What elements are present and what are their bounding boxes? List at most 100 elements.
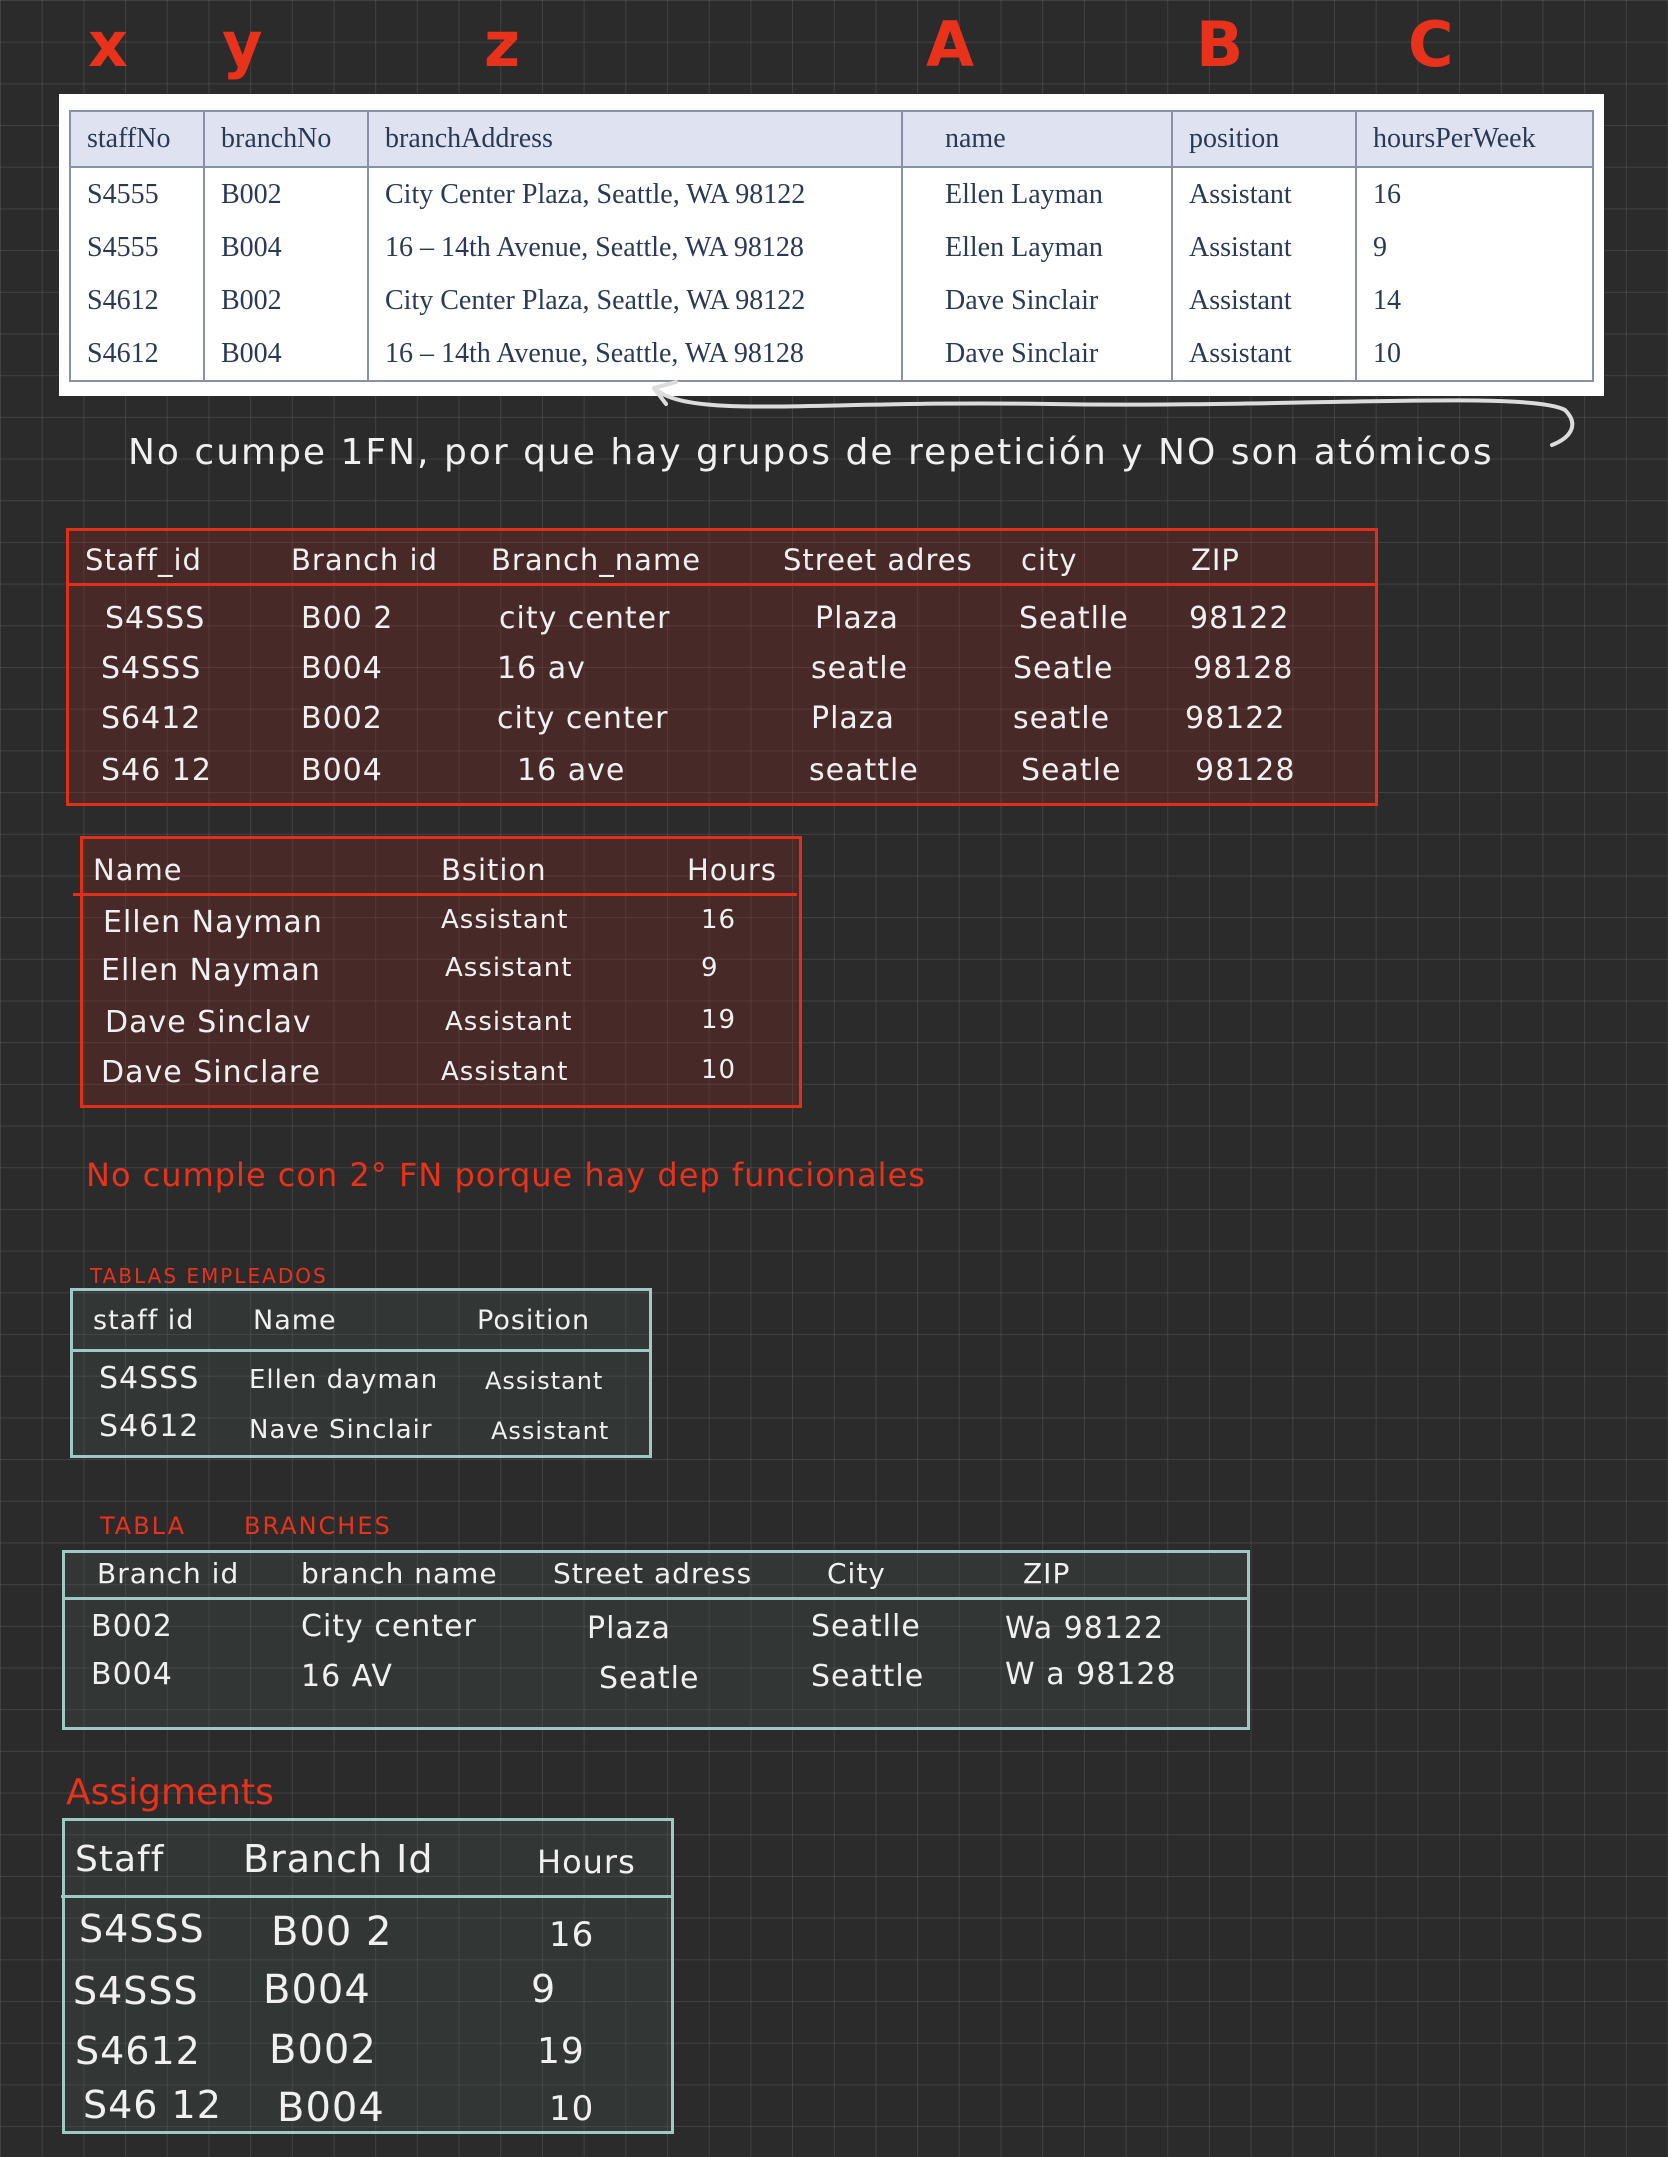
cell: Plaza — [587, 1611, 671, 1646]
cell: City Center Plaza, Seattle, WA 98122 — [367, 274, 903, 327]
cell: 10 — [701, 1055, 737, 1085]
cell: S6412 — [101, 701, 202, 736]
assignments-title: Assigments — [66, 1772, 274, 1813]
header-hours: Hours — [537, 1843, 636, 1881]
table-1nf-b: Name Bsition Hours Ellen Nayman Assistan… — [73, 836, 802, 1108]
cell: Wa 98122 — [1005, 1611, 1165, 1646]
note-1fn: No cumpe 1FN, por que hay grupos de repe… — [128, 432, 1494, 473]
cell: Seatlle — [1019, 601, 1129, 636]
cell: Seatlle — [811, 1609, 921, 1644]
header-divider — [61, 1895, 671, 1898]
cell: B004 — [301, 651, 383, 686]
cell: Dave Sinclare — [101, 1055, 321, 1090]
column-letter-x: x — [88, 8, 128, 81]
cell: Plaza — [815, 601, 899, 636]
cell: 98128 — [1195, 753, 1296, 788]
cell: W a 98128 — [1005, 1657, 1177, 1692]
cell: 19 — [701, 1005, 737, 1035]
header-divider — [65, 1597, 1247, 1600]
column-letter-a: A — [926, 8, 974, 81]
table-1nf-a: Staff_id Branch id Branch_name Street ad… — [66, 528, 1378, 806]
header-name: name — [901, 110, 1173, 168]
cell: Assistant — [445, 953, 573, 983]
header-branch-name: Branch_name — [491, 543, 702, 577]
table-row: S4555 B002 City Center Plaza, Seattle, W… — [69, 167, 1594, 221]
cell: 9 — [531, 1967, 557, 2011]
cell: Assistant — [491, 1417, 610, 1445]
header-branch-id: Branch id — [97, 1557, 240, 1590]
header-hoursperweek: hoursPerWeek — [1355, 110, 1594, 168]
cell: B004 — [277, 2085, 385, 2131]
cell: B00 2 — [301, 601, 394, 636]
header-staffno: staffNo — [69, 110, 205, 168]
cell: Assistant — [1171, 327, 1357, 382]
cell: Assistant — [1171, 221, 1357, 274]
cell: S46 12 — [101, 753, 212, 788]
assignments-table: Staff Branch Id Hours S4SSS B00 2 16 S4S… — [61, 1818, 674, 2134]
cell: S4SSS — [79, 1907, 205, 1951]
header-branch-name: branch name — [301, 1557, 498, 1590]
cell: Ellen Layman — [901, 167, 1173, 221]
header-branch-id: Branch Id — [243, 1837, 434, 1881]
cell: seatle — [1013, 701, 1111, 736]
cell: Assistant — [445, 1007, 573, 1037]
cell: city center — [497, 701, 669, 736]
cell: B00 2 — [271, 1909, 393, 1955]
cell: 16 av — [497, 651, 586, 686]
cell: Assistant — [441, 905, 569, 935]
cell: City center — [301, 1609, 477, 1644]
cell: seattle — [809, 753, 919, 788]
table-row: S4612 B004 16 – 14th Avenue, Seattle, WA… — [69, 327, 1594, 382]
annotation-arrow — [652, 380, 1575, 447]
cell: 9 — [1355, 221, 1594, 274]
header-city: City — [827, 1557, 886, 1590]
cell: Dave Sinclav — [105, 1005, 312, 1040]
header-zip: ZIP — [1023, 1557, 1071, 1590]
cell: B002 — [91, 1609, 173, 1644]
branches-table: Branch id branch name Street adress City… — [62, 1550, 1250, 1730]
cell: 98122 — [1185, 701, 1286, 736]
cell: Ellen Layman — [901, 221, 1173, 274]
header-branchaddress: branchAddress — [367, 110, 903, 168]
header-hours: Hours — [687, 853, 777, 887]
cell: Assistant — [441, 1057, 569, 1087]
printed-table-header-row: staffNo branchNo branchAddress name posi… — [69, 110, 1594, 168]
cell: S4612 — [69, 274, 205, 327]
cell: B004 — [203, 221, 369, 274]
cell: Seatle — [599, 1661, 700, 1696]
cell: 14 — [1355, 274, 1594, 327]
cell: 10 — [549, 2089, 595, 2129]
cell: B002 — [203, 274, 369, 327]
cell: 16 — [701, 905, 737, 935]
header-staff: Staff — [75, 1839, 165, 1880]
cell: S4612 — [69, 327, 205, 382]
cell: seatle — [811, 651, 909, 686]
cell: Seatle — [1021, 753, 1122, 788]
branches-title-b: BRANCHES — [244, 1512, 392, 1540]
cell: Seattle — [811, 1659, 925, 1694]
cell: City Center Plaza, Seattle, WA 98122 — [367, 167, 903, 221]
cell: S4612 — [75, 2029, 201, 2073]
header-branch-id: Branch id — [291, 543, 438, 577]
header-street-address: Street adres — [783, 543, 973, 577]
cell: 16 AV — [301, 1659, 393, 1694]
cell: B004 — [301, 753, 383, 788]
header-zip: ZIP — [1191, 543, 1240, 577]
header-position: Position — [477, 1305, 591, 1336]
note-2fn: No cumple con 2° FN porque hay dep funci… — [86, 1156, 926, 1194]
employees-title: TABLAS EMPLEADOS — [90, 1264, 328, 1288]
header-street-address: Street adress — [553, 1557, 753, 1590]
cell: city center — [499, 601, 671, 636]
header-position: position — [1171, 110, 1357, 168]
cell: S4SSS — [105, 601, 206, 636]
column-letter-c: C — [1408, 8, 1454, 81]
column-letter-y: y — [222, 8, 263, 81]
cell: S4SSS — [101, 651, 202, 686]
header-position: Bsition — [441, 853, 547, 887]
cell: B004 — [203, 327, 369, 382]
branches-title-a: TABLA — [100, 1512, 187, 1540]
cell: B002 — [301, 701, 383, 736]
cell: S4SSS — [73, 1969, 199, 2013]
header-city: city — [1021, 543, 1078, 577]
header-divider — [73, 1349, 649, 1352]
